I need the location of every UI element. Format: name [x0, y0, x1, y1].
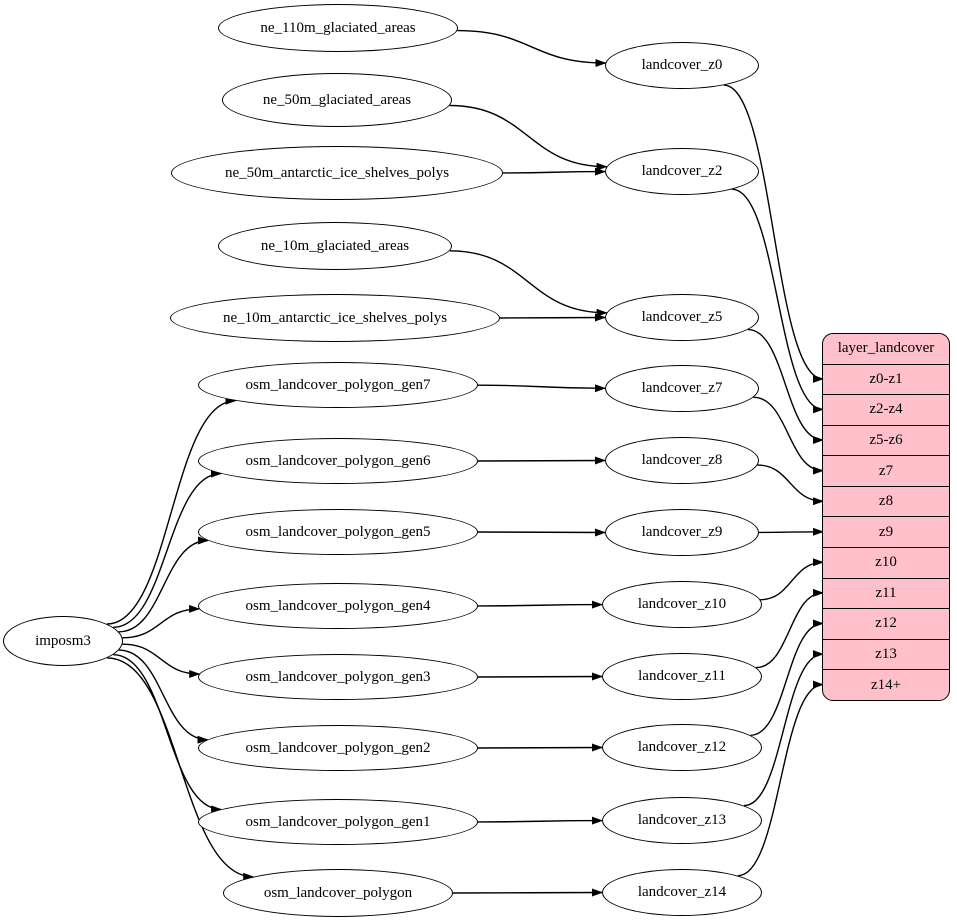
node-label: osm_landcover_polygon_gen6	[245, 452, 431, 469]
edge-ne_110m_glaciated_areas-to-landcover_z0	[457, 29, 607, 67]
node-label: ne_50m_glaciated_areas	[262, 91, 412, 108]
node-landcover-z11: landcover_z11	[602, 653, 762, 700]
node-landcover-z7: landcover_z7	[605, 365, 759, 412]
node-label: osm_landcover_polygon_gen4	[245, 597, 431, 614]
node-landcover-z2: landcover_z2	[605, 148, 759, 195]
node-label: landcover_z14	[637, 884, 727, 900]
edge-landcover_z14-to-row_z14+	[737, 680, 824, 877]
node-osm-landcover-polygon-gen4: osm_landcover_polygon_gen4	[198, 583, 478, 629]
edge-imposm3-to-osm_landcover_polygon_gen1	[113, 654, 223, 814]
node-landcover-z5: landcover_z5	[605, 294, 759, 341]
record-row-z12: z12	[823, 608, 949, 639]
record-row-z11: z11	[823, 577, 949, 609]
node-landcover-z9: landcover_z9	[605, 509, 759, 556]
edge-imposm3-to-osm_landcover_polygon_gen3	[122, 643, 201, 678]
node-label: landcover_z12	[637, 739, 727, 755]
edge-landcover_z11-to-row_z11	[755, 588, 824, 669]
node-ne-10m-antarctic-ice-shelves-polys: ne_10m_antarctic_ice_shelves_polys	[170, 294, 500, 342]
node-ne-50m-glaciated-areas: ne_50m_glaciated_areas	[222, 73, 452, 127]
node-label: landcover_z9	[641, 524, 723, 540]
node-osm-landcover-polygon-gen7: osm_landcover_polygon_gen7	[198, 362, 478, 408]
edge-ne_50m_glaciated_areas-to-landcover_z2	[449, 104, 608, 171]
node-osm-landcover-polygon-gen6: osm_landcover_polygon_gen6	[198, 438, 478, 484]
node-label: imposm3	[35, 632, 91, 649]
edge-landcover_z9-to-row_z9	[758, 527, 824, 536]
edge-imposm3-to-osm_landcover_polygon_gen4	[122, 604, 201, 639]
node-label: osm_landcover_polygon_gen3	[245, 668, 431, 685]
node-label: osm_landcover_polygon_gen2	[245, 739, 431, 756]
edge-osm_landcover_polygon_gen7-to-landcover_z7	[477, 384, 606, 393]
edge-osm_landcover_polygon_gen6-to-landcover_z8	[477, 456, 606, 465]
node-landcover-z8: landcover_z8	[605, 437, 759, 484]
record-row-z14plus: z14+	[823, 669, 949, 700]
node-label: landcover_z13	[637, 812, 727, 828]
node-landcover-z12: landcover_z12	[602, 724, 762, 771]
node-osm-landcover-polygon-gen1: osm_landcover_polygon_gen1	[198, 799, 478, 845]
edge-osm_landcover_polygon_gen4-to-landcover_z10	[477, 600, 603, 609]
edge-osm_landcover_polygon_gen1-to-landcover_z13	[477, 816, 603, 825]
edge-landcover_z5-to-row_z5-z6	[747, 328, 824, 444]
edge-imposm3-to-osm_landcover_polygon_gen6	[113, 469, 222, 628]
record-row-z8: z8	[823, 485, 949, 517]
node-label: landcover_z11	[638, 668, 726, 684]
edge-osm_landcover_polygon-to-landcover_z14	[452, 888, 603, 897]
record-row-z13: z13	[823, 638, 949, 670]
record-row-z0-z1: z0-z1	[823, 363, 949, 395]
record-row-z7: z7	[823, 455, 949, 486]
edge-imposm3-to-osm_landcover_polygon_gen7	[106, 396, 237, 625]
edge-ne_10m_antarctic_ice_shelves_polys-to-landcover_z5	[499, 313, 606, 322]
node-label: ne_50m_antarctic_ice_shelves_polys	[224, 164, 450, 181]
node-osm-landcover-polygon-gen3: osm_landcover_polygon_gen3	[198, 654, 478, 700]
edge-landcover_z8-to-row_z8	[757, 464, 824, 506]
record-row-z10: z10	[823, 547, 949, 578]
node-label: landcover_z2	[641, 163, 723, 179]
edge-landcover_z0-to-row_z0-z1	[723, 84, 824, 383]
record-row-z5-z6: z5-z6	[823, 424, 949, 456]
node-label: ne_110m_glaciated_areas	[260, 19, 416, 36]
edge-osm_landcover_polygon_gen5-to-landcover_z9	[477, 528, 606, 537]
node-ne-50m-antarctic-ice-shelves-polys: ne_50m_antarctic_ice_shelves_polys	[171, 146, 503, 200]
record-title: layer_landcover	[837, 340, 935, 357]
edge-ne_10m_glaciated_areas-to-landcover_z5	[449, 250, 608, 317]
edge-landcover_z13-to-row_z13	[743, 650, 824, 807]
node-osm-landcover-polygon-gen5: osm_landcover_polygon_gen5	[198, 509, 478, 555]
edge-landcover_z7-to-row_z7	[753, 396, 824, 475]
node-ne-10m-glaciated-areas: ne_10m_glaciated_areas	[218, 222, 452, 270]
edge-imposm3-to-osm_landcover_polygon	[107, 657, 255, 881]
node-label: landcover_z0	[641, 57, 723, 73]
edge-landcover_z2-to-row_z2-z4	[732, 188, 824, 414]
edge-landcover_z12-to-row_z12	[750, 619, 824, 736]
node-label: landcover_z10	[637, 596, 727, 612]
edge-osm_landcover_polygon_gen2-to-landcover_z12	[477, 743, 603, 752]
edge-ne_50m_antarctic_ice_shelves_polys-to-landcover_z2	[502, 167, 606, 176]
node-label: osm_landcover_polygon_gen7	[245, 376, 431, 393]
layer-landcover-record: layer_landcover z0-z1 z2-z4 z5-z6 z7 z8 …	[822, 333, 950, 701]
node-label: ne_10m_antarctic_ice_shelves_polys	[222, 309, 448, 326]
edge-osm_landcover_polygon_gen3-to-landcover_z11	[477, 672, 603, 681]
node-osm-landcover-polygon: osm_landcover_polygon	[223, 869, 453, 917]
node-label: osm_landcover_polygon_gen1	[245, 813, 431, 830]
node-label: landcover_z8	[641, 452, 723, 468]
edge-landcover_z10-to-row_z10	[760, 558, 824, 601]
node-label: landcover_z7	[641, 380, 723, 396]
node-landcover-z14: landcover_z14	[602, 869, 762, 916]
node-landcover-z0: landcover_z0	[605, 42, 759, 89]
node-landcover-z13: landcover_z13	[602, 797, 762, 844]
node-label: landcover_z5	[641, 309, 723, 325]
record-row-z9: z9	[823, 516, 949, 547]
node-landcover-z10: landcover_z10	[602, 581, 762, 628]
edge-imposm3-to-osm_landcover_polygon_gen5	[118, 536, 209, 633]
node-imposm3: imposm3	[3, 616, 123, 666]
record-row-z2-z4: z2-z4	[823, 394, 949, 425]
node-label: ne_10m_glaciated_areas	[260, 237, 410, 254]
node-osm-landcover-polygon-gen2: osm_landcover_polygon_gen2	[198, 725, 478, 771]
node-label: osm_landcover_polygon	[263, 884, 413, 901]
node-label: osm_landcover_polygon_gen5	[245, 523, 431, 540]
node-ne-110m-glaciated-areas: ne_110m_glaciated_areas	[218, 4, 458, 52]
edge-imposm3-to-osm_landcover_polygon_gen2	[118, 649, 209, 744]
